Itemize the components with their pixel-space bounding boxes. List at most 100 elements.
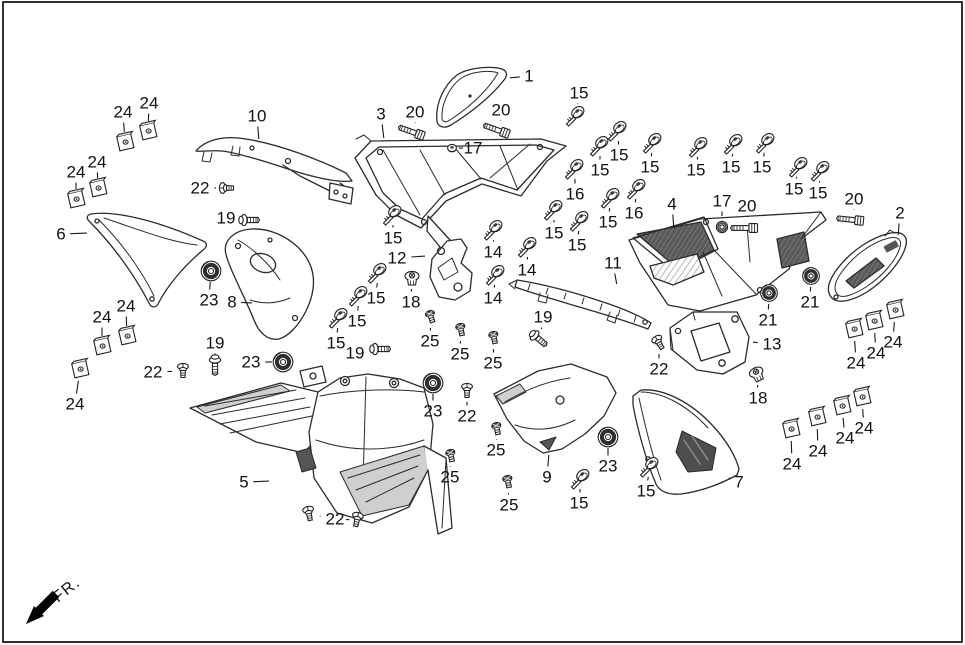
callout-14: 14 [484,243,503,262]
callout-25: 25 [484,354,503,373]
callout-21: 21 [759,311,778,330]
screw-icon [600,188,620,209]
callout-15: 15 [570,84,589,103]
grommet-icon [802,267,820,285]
fr-direction-indicator: FR. [26,574,84,624]
leader-line [509,76,520,79]
leader-line [241,301,253,304]
callout-15: 15 [599,213,618,232]
callout-24: 24 [114,103,133,122]
push-rivet-icon [748,366,764,383]
part-6-drawing [86,212,208,308]
leader-line [336,327,339,333]
callout-19: 19 [346,344,365,363]
screw-icon [570,469,590,490]
callout-24: 24 [117,297,136,316]
callout-15: 15 [722,158,741,177]
flange-bolt-icon [528,329,548,348]
pin-rivet-icon [488,330,499,345]
callout-24: 24 [783,455,802,474]
screw-icon [485,265,505,286]
screw-icon [517,237,537,258]
callout-25: 25 [487,441,506,460]
callout-12: 12 [388,249,407,268]
callout-24: 24 [884,333,903,352]
callout-15: 15 [367,289,386,308]
clip-nut-icon [93,334,112,356]
callout-14: 14 [484,289,503,308]
callout-24: 24 [809,442,828,461]
callout-17: 17 [464,139,483,158]
hex-bolt-icon [729,223,759,233]
screw-icon [367,263,387,284]
callout-24: 24 [847,354,866,373]
part-7-drawing [632,389,740,495]
parts-artwork [86,66,908,535]
callout-24: 24 [67,163,86,182]
callout-24: 24 [140,94,159,113]
callout-25: 25 [500,496,519,515]
callout-15: 15 [348,312,367,331]
leader-line [209,281,211,290]
callout-9: 9 [542,468,551,487]
callout-20: 20 [406,103,425,122]
leader-line [614,273,618,285]
leader-line [893,321,895,332]
washer-icon [715,220,729,234]
callout-17: 17 [713,192,732,211]
leader-line [257,126,260,140]
callout-18: 18 [749,389,768,408]
grommet-large-icon [422,372,444,394]
callout-7: 7 [734,473,743,492]
callout-5: 5 [239,473,248,492]
callout-15: 15 [591,161,610,180]
callout-16: 16 [625,204,644,223]
callout-15: 15 [327,334,346,353]
clip-nut-icon [845,317,864,339]
clip-nut-icon [833,394,852,416]
pin-rivet-icon [445,448,456,463]
screw-icon [348,286,368,307]
screw-icon [626,179,646,200]
part-9-drawing [493,363,617,454]
screw-rivet-icon [218,182,235,194]
clip-nut-icon [116,130,135,152]
callout-24: 24 [855,419,874,438]
callout-6: 6 [56,225,65,244]
pin-rivet-icon [502,474,513,489]
callout-16: 16 [566,185,585,204]
leader-lines [70,76,900,521]
screw-icon [788,157,808,178]
callout-24: 24 [836,429,855,448]
callout-2: 2 [895,204,904,223]
leader-line [647,476,649,481]
part-12-drawing [429,238,473,301]
screw-icon [642,133,662,154]
leader-line [381,124,385,139]
callout-10: 10 [248,107,267,126]
screw-icon [810,161,830,182]
callout-20: 20 [492,101,511,120]
callout-24: 24 [867,344,886,363]
screw-icon [328,308,348,329]
callout-19: 19 [217,209,236,228]
pin-rivet-icon [455,322,466,337]
grommet-large-icon [272,351,294,373]
callout-22: 22 [650,360,669,379]
screw-rivet-icon [461,382,473,399]
callout-19: 19 [534,308,553,327]
cap-nut-icon [447,143,457,153]
callout-4: 4 [667,195,676,214]
screw-rivet-icon [651,334,665,351]
callout-23: 23 [242,353,261,372]
callout-15: 15 [570,494,589,513]
leader-line [897,223,900,236]
part-4-drawing [628,211,827,312]
screw-rivet-icon [302,505,314,522]
callout-20: 20 [845,190,864,209]
screw-icon [565,106,585,127]
fr-arrow-icon [26,590,60,624]
clip-nut-icon [886,298,905,320]
screw-icon [723,134,743,155]
